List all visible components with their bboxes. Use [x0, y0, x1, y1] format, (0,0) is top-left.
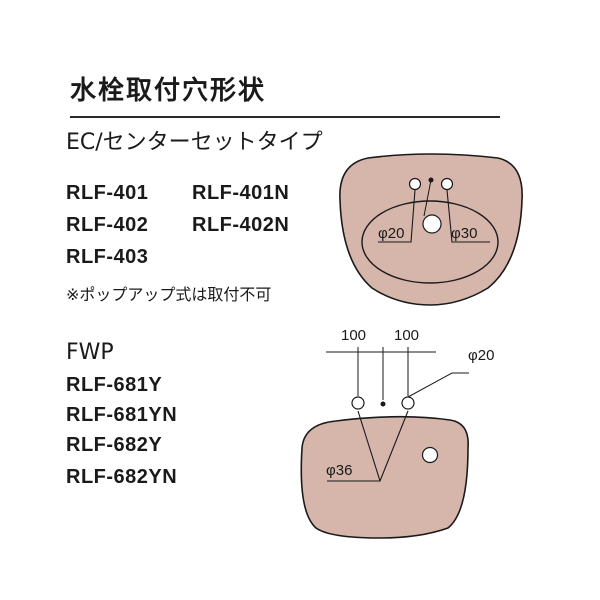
ec-leader-left: [378, 189, 416, 243]
fwp-basin-diagram: 100 100 φ20 φ36: [300, 327, 494, 539]
ec-drain-hole: [422, 214, 442, 234]
title-divider: [70, 116, 500, 118]
model-label: RLF-682YN: [66, 466, 178, 488]
fwp-basin-leader-2: [379, 410, 409, 482]
model-label: RLF-681YN: [66, 404, 178, 426]
fwp-center-mark: [380, 401, 386, 407]
ec-center-leader: [423, 179, 432, 217]
ec-tap-hole-left: [408, 177, 422, 191]
ec-tap-hole-right: [440, 177, 454, 191]
model-label: RLF-402N: [192, 214, 290, 236]
page-title: 水栓取付穴形状: [70, 76, 267, 106]
model-label: RLF-681Y: [66, 374, 163, 396]
model-label: RLF-401N: [192, 182, 290, 204]
model-label: RLF-402: [66, 214, 149, 236]
fwp-spacing-right: 100: [394, 327, 419, 344]
ec-note: ※ポップアップ式は取付不可: [66, 285, 272, 304]
ec-leader-right: [446, 189, 490, 243]
ec-basin-inner: [361, 200, 499, 284]
ec-dim-right: φ30: [451, 225, 477, 242]
model-label: RLF-682Y: [66, 434, 163, 456]
fwp-hole-leader: [407, 372, 469, 398]
ec-basin-diagram: φ20 φ30: [339, 153, 523, 306]
fwp-drain-hole: [421, 446, 439, 464]
fwp-spacing-left: 100: [341, 327, 366, 344]
fwp-tap-hole-left: [351, 396, 365, 410]
fwp-basin-dim: φ36: [326, 462, 352, 479]
fwp-tap-hole-right: [401, 396, 415, 410]
fwp-basin-outer: [300, 415, 469, 539]
fwp-hole-dim: φ20: [468, 347, 494, 364]
model-label: RLF-401: [66, 182, 149, 204]
model-label: RLF-403: [66, 246, 149, 268]
ec-dim-left: φ20: [378, 225, 404, 242]
fwp-section-heading: FWP: [66, 340, 114, 365]
ec-section-heading: EC/センターセットタイプ: [66, 130, 323, 155]
